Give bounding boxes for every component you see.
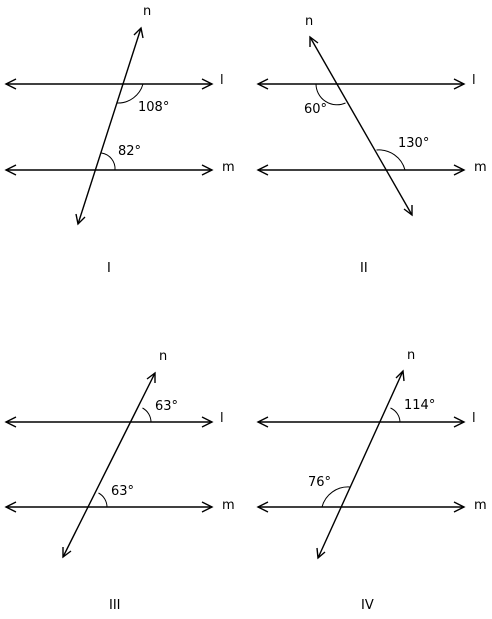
transversal-label: n xyxy=(143,4,151,19)
line-m xyxy=(4,164,214,176)
transversal-n xyxy=(309,35,413,217)
line-m xyxy=(256,501,466,513)
line-l xyxy=(256,78,466,90)
transversal-label: n xyxy=(407,348,415,363)
line-l xyxy=(4,78,214,90)
angle-bottom-label: 82° xyxy=(118,144,141,159)
transversal-n xyxy=(316,369,405,560)
line-l-label: l xyxy=(220,73,224,88)
line-m-label: m xyxy=(222,498,235,513)
angle-arc-bottom xyxy=(101,152,116,171)
transversal-label: n xyxy=(305,14,313,29)
angle-top-label: 63° xyxy=(155,399,178,414)
line-m-label: m xyxy=(474,498,487,513)
panel-caption: III xyxy=(109,598,121,613)
angle-arc-bottom xyxy=(321,486,351,508)
line-m xyxy=(4,501,214,513)
angle-arc-bottom xyxy=(98,492,108,508)
angle-top-label: 108° xyxy=(138,100,169,115)
panel-3: n l m 63° 63° III xyxy=(4,349,235,613)
angle-arc-top xyxy=(117,83,144,104)
angle-arc-bottom xyxy=(376,149,406,171)
transversal-n xyxy=(75,26,144,226)
line-l xyxy=(256,416,466,428)
angle-bottom-label: 63° xyxy=(111,484,134,499)
transversal-label: n xyxy=(159,349,167,364)
angle-bottom-label: 130° xyxy=(398,136,429,151)
line-m xyxy=(256,164,466,176)
panel-1: n l m 108° 82° I xyxy=(4,4,235,276)
transversal-n xyxy=(62,371,156,559)
angle-top-label: 114° xyxy=(404,398,435,413)
line-m-label: m xyxy=(222,160,235,175)
angle-arc-top xyxy=(390,407,401,423)
angle-arc-top xyxy=(315,83,346,106)
panel-caption: I xyxy=(107,261,111,276)
angle-bottom-label: 76° xyxy=(308,475,331,490)
angle-arc-top xyxy=(142,407,152,423)
line-m-label: m xyxy=(474,160,487,175)
panel-4: n l m 114° 76° IV xyxy=(256,348,487,613)
line-l xyxy=(4,416,214,428)
panel-2: n l m 60° 130° II xyxy=(256,14,487,276)
line-l-label: l xyxy=(220,411,224,426)
panel-caption: II xyxy=(360,261,368,276)
angle-top-label: 60° xyxy=(304,102,327,117)
panel-caption: IV xyxy=(361,598,374,613)
line-l-label: l xyxy=(472,411,476,426)
line-l-label: l xyxy=(472,73,476,88)
